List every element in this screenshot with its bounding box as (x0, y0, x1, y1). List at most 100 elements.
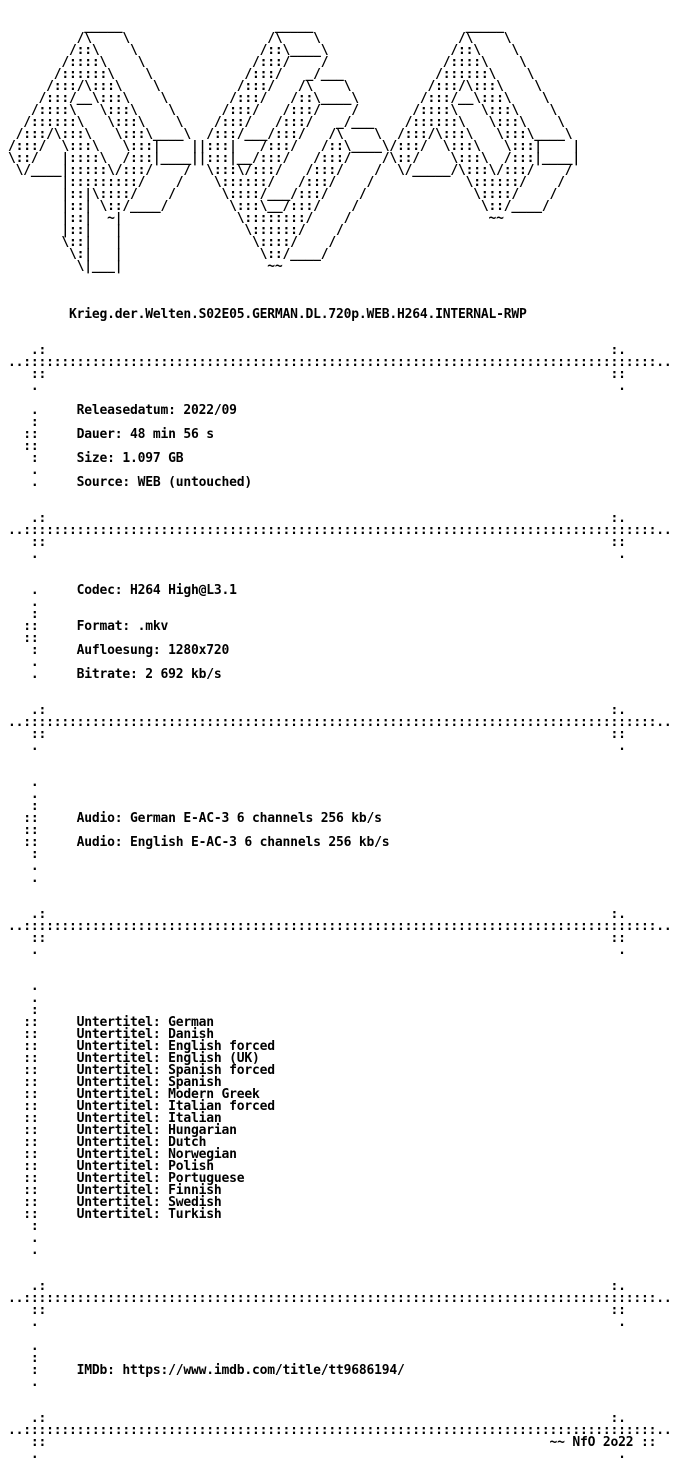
nfo-line: :: Audio: German E-AC-3 6 channels 256 k… (8, 811, 382, 826)
nfo-line: . Releasedatum: 2022/09 (8, 403, 237, 418)
nfo-line (8, 957, 672, 969)
nfo-line: . (8, 979, 39, 994)
nfo-line: |::| ~| \::::::::/ / ~~ (8, 211, 504, 226)
nfo-line: /:::/__\:::\ \ /:::/ /::\____\ /:::/__\:… (8, 91, 550, 106)
nfo-line: .: :. (8, 511, 626, 526)
nfo-line: . (8, 871, 39, 886)
nfo-line (8, 489, 672, 501)
nfo-line: . (8, 655, 39, 670)
nfo-line: : (8, 607, 39, 622)
nfo-line: ..::::::::::::::::::::::::::::::::::::::… (8, 355, 672, 370)
nfo-line: . (8, 1375, 39, 1390)
nfo-line (8, 273, 672, 285)
nfo-line: ..::::::::::::::::::::::::::::::::::::::… (8, 715, 672, 730)
nfo-line: /::::\ \:::\ \ /:::/ /:::/ / /::::\ \:::… (8, 103, 558, 118)
nfo-line: : IMDb: https://www.imdb.com/title/tt968… (8, 1363, 405, 1378)
nfo-line: . (8, 1339, 39, 1354)
nfo-line: . . (8, 943, 626, 958)
nfo-line: |::| | \::::::/ / (8, 223, 344, 238)
nfo-line: /:::/\:::\ \ /:::/ /\ \ /:::/\:::\ \ (8, 79, 542, 94)
nfo-line: . Codec: H264 High@L3.1 (8, 583, 237, 598)
nfo-line: . (8, 1243, 39, 1258)
nfo-line (8, 321, 672, 333)
nfo-line: : (8, 799, 39, 814)
nfo-line: |:::::::::/ / \::::::/ /:::/ / \::::::/ … (8, 175, 565, 190)
nfo-line: /::::::\ \ /:::/ _/___ /::::::\ \ (8, 67, 535, 82)
nfo-line: /::::\ \ /:::/ / /::::\ \ (8, 55, 527, 70)
nfo-line: .: :. (8, 907, 626, 922)
nfo-line: \:| | \::/____/ (8, 247, 329, 262)
nfo-line: :: (8, 631, 39, 646)
nfo-line: :: Untertitel: Turkish (8, 1207, 222, 1222)
nfo-line: :: Dauer: 48 min 56 s (8, 427, 214, 442)
nfo-line: /:::/\:::\ \:::\____\ /:::/___/:::/ /\ \… (8, 127, 573, 142)
nfo-line: : (8, 415, 39, 430)
nfo-line: :: Untertitel: Italian forced (8, 1099, 275, 1114)
nfo-line (8, 765, 672, 777)
nfo-line: :: Untertitel: English (UK) (8, 1051, 260, 1066)
nfo-line: :: Untertitel: Spanish (8, 1075, 222, 1090)
nfo-line (8, 285, 672, 297)
nfo-line: : Aufloesung: 1280x720 (8, 643, 230, 658)
nfo-line: :: Untertitel: Finnish (8, 1183, 222, 1198)
nfo-line (8, 1329, 672, 1341)
nfo-line: :: Untertitel: English forced (8, 1039, 275, 1054)
nfo-line: _____ _____ _____ (8, 19, 504, 34)
nfo-line: .: :. (8, 343, 626, 358)
nfo-line: : (8, 1219, 39, 1234)
nfo-line (8, 969, 672, 981)
nfo-line: /:::/ \:::\ \:::| ||:::| /:::/ /::\____\… (8, 139, 580, 154)
nfo-line: : Size: 1.097 GB (8, 451, 184, 466)
nfo-line: \|___| ~~ (8, 259, 283, 274)
nfo-line: /\ \ /\ \ /\ \ (8, 31, 512, 46)
nfo-line: . . (8, 1315, 626, 1330)
nfo-line: /::\ \ /::\____\ /::\ \ (8, 43, 519, 58)
nfo-line: |::|\::::/ / \::::/___/:::/ / \::::/ / (8, 187, 558, 202)
nfo-line: :: Untertitel: Polish (8, 1159, 214, 1174)
nfo-line: :: Format: .mkv (8, 619, 169, 634)
nfo-line: ..::::::::::::::::::::::::::::::::::::::… (8, 523, 672, 538)
nfo-line: . . (8, 547, 626, 562)
nfo-line: : (8, 1351, 39, 1366)
nfo-line: :: Untertitel: Dutch (8, 1135, 207, 1150)
nfo-line: . (8, 991, 39, 1006)
nfo-line: . (8, 595, 39, 610)
nfo-line: :: (8, 439, 39, 454)
nfo-line: :: Untertitel: Danish (8, 1027, 214, 1042)
nfo-line: \::| | \::::/ / (8, 235, 336, 250)
nfo-line: |::| \::/____/ \:::\__/:::/ / \::/____/ (8, 199, 550, 214)
nfo-line: :: :: (8, 535, 626, 550)
nfo-line: :: Untertitel: Norwegian (8, 1147, 237, 1162)
nfo-line: :: Audio: English E-AC-3 6 channels 256 … (8, 835, 390, 850)
nfo-line: :: Untertitel: Portuguese (8, 1171, 245, 1186)
nfo-line: :: Untertitel: Swedish (8, 1195, 222, 1210)
nfo-line: :: :: (8, 931, 626, 946)
nfo-line: :: (8, 823, 39, 838)
nfo-line (8, 1401, 672, 1413)
nfo-line: :: :: (8, 367, 626, 382)
nfo-line: . (8, 859, 39, 874)
nfo-line: :: :: (8, 1303, 626, 1318)
nfo-line (8, 1389, 672, 1401)
nfo-line: \::/ |::::\ /:::|____||:::|__/:::/ /:::/… (8, 151, 580, 166)
nfo-line (8, 1257, 672, 1269)
nfo-text: _____ _____ _____ /\ \ /\ \ /\ \ /::\ \ … (8, 19, 672, 1462)
nfo-line: \/____|:::::\/:::/ / \:::\/:::/ /:::/ / … (8, 163, 573, 178)
nfo-line: . (8, 1231, 39, 1246)
nfo-line: :: Untertitel: German (8, 1015, 214, 1030)
nfo-line: . . (8, 379, 626, 394)
nfo-line: : (8, 847, 39, 862)
nfo-line: .: :. (8, 1279, 626, 1294)
nfo-line: ..::::::::::::::::::::::::::::::::::::::… (8, 1423, 672, 1438)
nfo-line: .: :. (8, 1411, 626, 1426)
nfo-line: . (8, 775, 39, 790)
nfo-line: . Source: WEB (untouched) (8, 475, 253, 490)
nfo-line: . . (8, 1447, 626, 1462)
nfo-line: . Bitrate: 2 692 kb/s (8, 667, 222, 682)
nfo-line: . (8, 787, 39, 802)
nfo-line: .: :. (8, 703, 626, 718)
nfo-line: :: ~~ NfO 2o22 :: (8, 1435, 657, 1450)
nfo-line: ..::::::::::::::::::::::::::::::::::::::… (8, 919, 672, 934)
nfo-line: . . (8, 739, 626, 754)
nfo-line: Krieg.der.Welten.S02E05.GERMAN.DL.720p.W… (8, 307, 527, 322)
